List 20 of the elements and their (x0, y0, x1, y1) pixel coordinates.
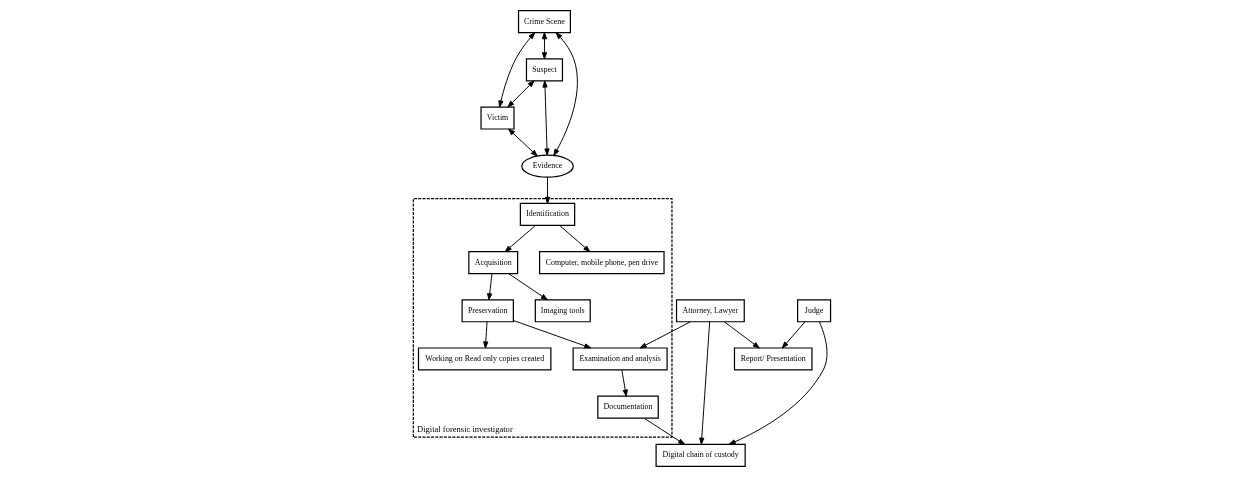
arrow (698, 321, 710, 445)
arrow (486, 273, 492, 301)
arrow (482, 321, 488, 349)
arrow (723, 321, 760, 349)
arrow (620, 369, 628, 397)
arrow (504, 224, 536, 253)
arrow (552, 32, 578, 156)
arrow (507, 273, 548, 301)
arrow (728, 321, 827, 445)
arrow (643, 417, 685, 445)
arrow (506, 80, 535, 108)
arrow (541, 32, 547, 60)
arrow (541, 80, 550, 156)
arrow (558, 224, 590, 253)
arrow (639, 321, 691, 349)
arrow (507, 128, 538, 157)
arrow (512, 320, 591, 349)
arrow (781, 321, 805, 349)
arrow (544, 176, 550, 204)
arrow (497, 32, 535, 108)
